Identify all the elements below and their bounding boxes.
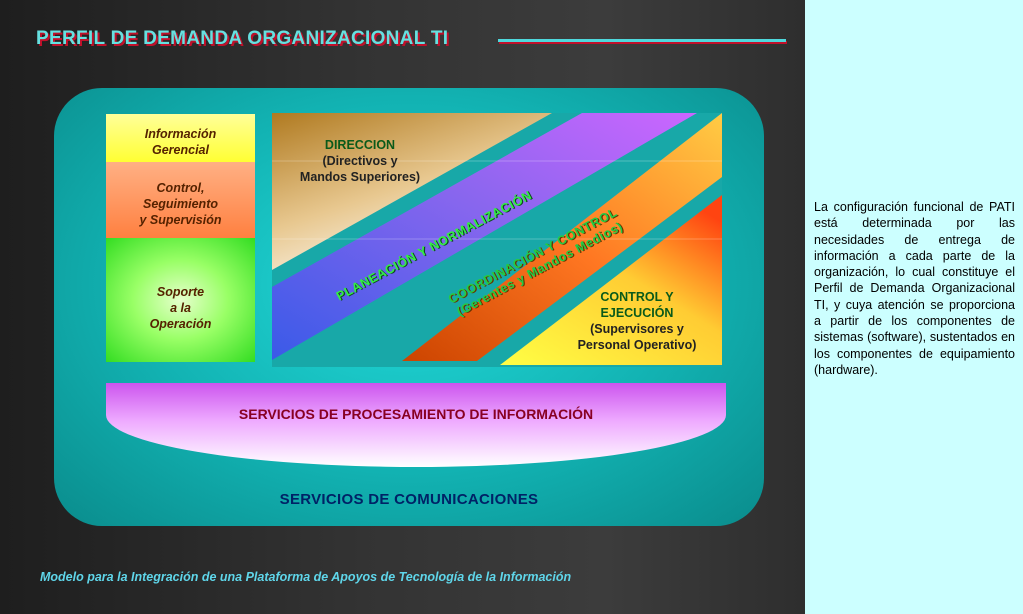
organization-bands	[272, 113, 722, 367]
band-coordinacion	[402, 113, 722, 361]
band-planeacion	[272, 113, 697, 360]
slide-title: PERFIL DE DEMANDA ORGANIZACIONAL TI	[36, 28, 449, 49]
slide-footer: Modelo para la Integración de una Plataf…	[40, 570, 572, 584]
band-direccion	[272, 113, 552, 270]
sidebar-description: La configuración funcional de PATI está …	[814, 200, 1015, 377]
band-control-ejecucion	[500, 195, 722, 365]
label-comunicaciones: SERVICIOS DE COMUNICACIONES	[279, 491, 539, 508]
processing-services-bowl	[106, 383, 726, 467]
label-procesamiento: SERVICIOS DE PROCESAMIENTO DE INFORMACIÓ…	[238, 406, 594, 422]
title-underline	[498, 39, 786, 42]
label-direccion: DIRECCION (Directivos y Mandos Superiore…	[299, 138, 421, 184]
sidebar-panel	[805, 0, 1023, 614]
slide-area: PERFIL DE DEMANDA ORGANIZACIONAL TI Info…	[0, 0, 805, 614]
label-control-ejecucion: CONTROL Y EJECUCIÓN (Supervisores y Pers…	[577, 290, 697, 352]
